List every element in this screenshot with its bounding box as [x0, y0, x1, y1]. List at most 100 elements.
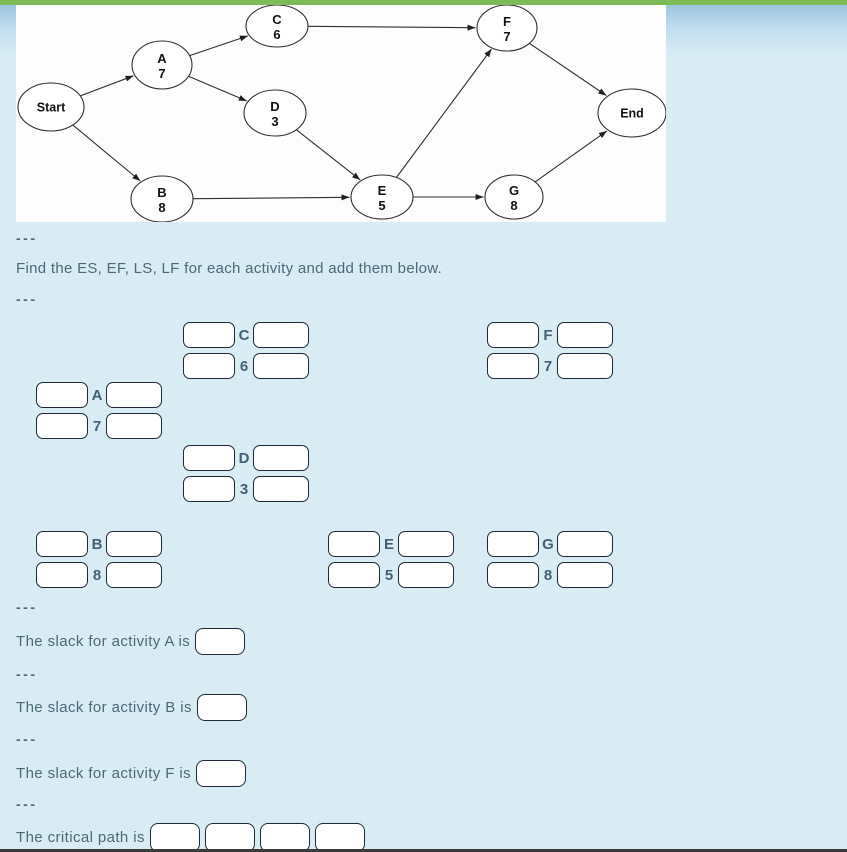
c-ls-input[interactable]	[183, 353, 235, 379]
f-ef-input[interactable]	[557, 322, 613, 348]
critical-path-input-2[interactable]	[204, 823, 255, 852]
e-lf-input[interactable]	[398, 562, 454, 588]
activity-grid-group-a: A 7	[36, 382, 162, 439]
activity-grid-group-b: B 8	[36, 531, 162, 588]
activity-letter: E	[383, 535, 394, 553]
node-d: D3	[243, 89, 307, 137]
svg-text:D: D	[270, 99, 279, 114]
slack-f-input[interactable]	[196, 760, 247, 787]
c-lf-input[interactable]	[253, 353, 309, 379]
bottom-border	[0, 849, 847, 852]
g-es-input[interactable]	[487, 531, 539, 557]
activity-duration: 8	[92, 566, 102, 584]
slack-b-label: The slack for activity B is	[16, 699, 192, 716]
divider: ---	[16, 731, 38, 747]
edge-b-e	[192, 194, 350, 201]
critical-path-row: The critical path is	[16, 823, 365, 852]
divider: ---	[16, 230, 38, 246]
critical-path-input-3[interactable]	[259, 823, 310, 852]
c-ef-input[interactable]	[253, 322, 309, 348]
activity-letter: F	[543, 326, 553, 344]
svg-text:5: 5	[378, 198, 385, 213]
node-e: E5	[350, 174, 414, 220]
svg-text:A: A	[157, 51, 167, 66]
g-lf-input[interactable]	[557, 562, 613, 588]
svg-text:7: 7	[503, 29, 510, 44]
d-es-input[interactable]	[183, 445, 235, 471]
activity-letter: C	[238, 326, 250, 344]
slack-a-label: The slack for activity A is	[16, 633, 191, 650]
svg-text:Start: Start	[37, 101, 66, 115]
svg-text:F: F	[503, 14, 511, 29]
node-c: C6	[245, 5, 309, 48]
edge-start-b	[72, 124, 141, 182]
slack-a-row: The slack for activity A is	[16, 628, 246, 655]
svg-text:G: G	[509, 183, 519, 198]
b-ls-input[interactable]	[36, 562, 88, 588]
activity-grid-group-g: G 8	[487, 531, 613, 588]
a-ef-input[interactable]	[106, 382, 162, 408]
slack-a-input[interactable]	[195, 628, 246, 655]
svg-text:E: E	[378, 183, 387, 198]
activity-grid-group-e: E 5	[328, 531, 454, 588]
divider: ---	[16, 796, 38, 812]
a-ls-input[interactable]	[36, 413, 88, 439]
f-lf-input[interactable]	[557, 353, 613, 379]
activity-duration: 7	[92, 417, 102, 435]
b-lf-input[interactable]	[106, 562, 162, 588]
f-ls-input[interactable]	[487, 353, 539, 379]
svg-text:8: 8	[158, 200, 165, 215]
d-ls-input[interactable]	[183, 476, 235, 502]
activity-grid-group-d: D 3	[183, 445, 309, 502]
edge-a-d	[188, 75, 248, 102]
slack-b-row: The slack for activity B is	[16, 694, 247, 721]
f-es-input[interactable]	[487, 322, 539, 348]
activity-duration: 5	[384, 566, 394, 584]
activity-duration: 7	[543, 357, 553, 375]
node-g: G8	[484, 174, 544, 220]
e-es-input[interactable]	[328, 531, 380, 557]
slack-f-label: The slack for activity F is	[16, 765, 192, 782]
edge-g-end	[534, 130, 608, 183]
svg-text:3: 3	[271, 114, 278, 129]
g-ef-input[interactable]	[557, 531, 613, 557]
d-lf-input[interactable]	[253, 476, 309, 502]
activity-grid-group-c: C 6	[183, 322, 309, 379]
top-accent-bar	[0, 0, 847, 5]
svg-text:B: B	[157, 185, 166, 200]
node-end: End	[597, 88, 666, 138]
svg-text:6: 6	[273, 27, 280, 42]
slack-b-input[interactable]	[196, 694, 247, 721]
edge-start-a	[80, 75, 134, 97]
node-start: Start	[17, 82, 85, 132]
svg-text:8: 8	[510, 198, 517, 213]
activity-letter: B	[91, 535, 103, 553]
activity-duration: 6	[239, 357, 249, 375]
svg-text:C: C	[272, 12, 282, 27]
node-f: F7	[476, 5, 538, 52]
g-ls-input[interactable]	[487, 562, 539, 588]
critical-path-label: The critical path is	[16, 829, 145, 846]
a-es-input[interactable]	[36, 382, 88, 408]
edge-f-end	[529, 42, 607, 96]
svg-text:7: 7	[158, 66, 165, 81]
svg-text:End: End	[620, 107, 644, 121]
divider: ---	[16, 599, 38, 615]
a-lf-input[interactable]	[106, 413, 162, 439]
divider: ---	[16, 291, 38, 307]
node-a: A7	[131, 40, 193, 90]
edge-c-f	[307, 24, 476, 31]
e-ls-input[interactable]	[328, 562, 380, 588]
critical-path-input-1[interactable]	[149, 823, 200, 852]
critical-path-input-4[interactable]	[314, 823, 365, 852]
b-es-input[interactable]	[36, 531, 88, 557]
node-b: B8	[130, 175, 194, 222]
edge-d-e	[295, 129, 361, 181]
b-ef-input[interactable]	[106, 531, 162, 557]
d-ef-input[interactable]	[253, 445, 309, 471]
e-ef-input[interactable]	[398, 531, 454, 557]
edge-a-c	[189, 35, 249, 57]
c-es-input[interactable]	[183, 322, 235, 348]
